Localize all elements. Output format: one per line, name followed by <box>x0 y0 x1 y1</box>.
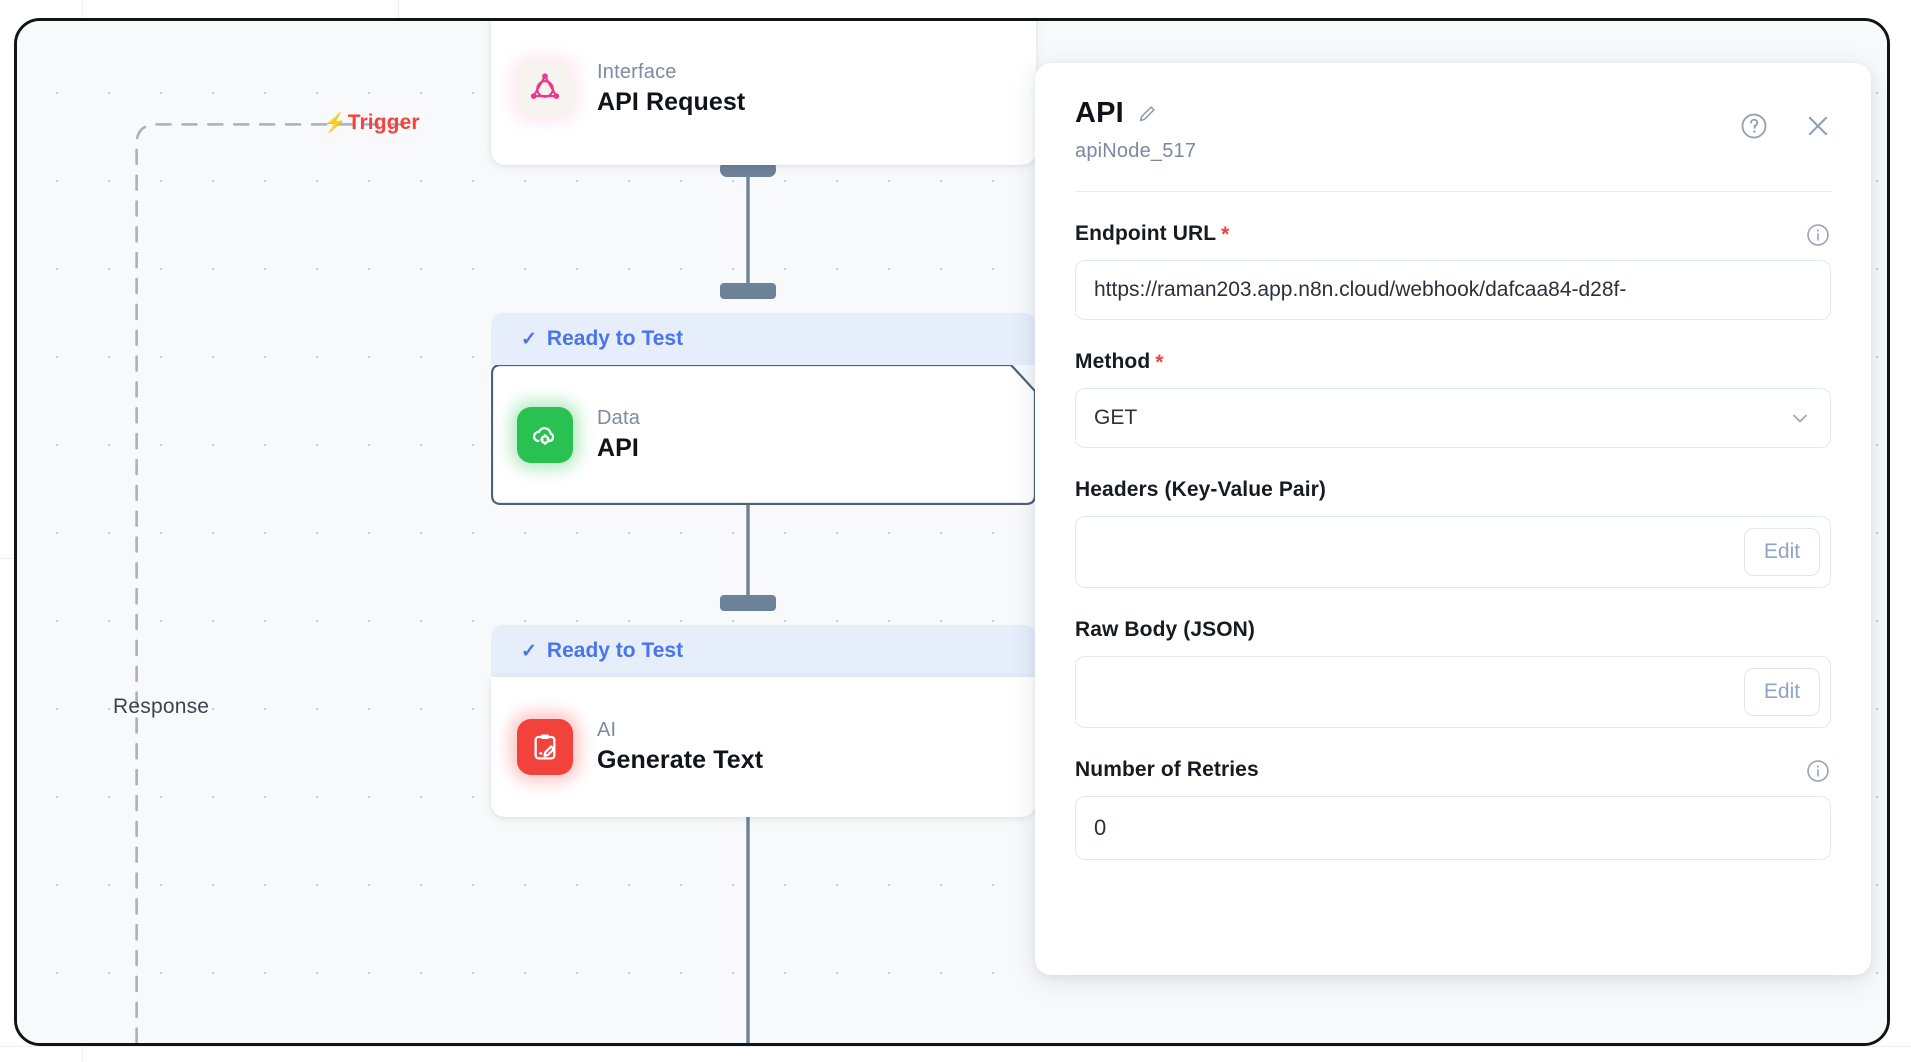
node-api-request[interactable]: Interface API Request <box>491 21 1036 165</box>
panel-title-row: API <box>1075 97 1831 130</box>
node-title-label: API <box>597 434 639 462</box>
page-guide-line <box>398 0 399 22</box>
field-raw-body: Raw Body (JSON) Edit <box>1075 618 1831 728</box>
headers-edit-button[interactable]: Edit <box>1744 528 1820 576</box>
endpoint-url-input[interactable]: https://raman203.app.n8n.cloud/webhook/d… <box>1075 260 1831 320</box>
close-icon[interactable] <box>1803 111 1833 141</box>
field-label-text: Endpoint URL <box>1075 222 1217 245</box>
page-guide-line <box>0 1046 1911 1047</box>
lightning-bolt-icon: ⚡ <box>323 112 347 134</box>
panel-header: API apiNode_517 <box>1035 63 1871 163</box>
panel-divider <box>1075 191 1831 192</box>
status-badge-generate-text: ✓ Ready to Test <box>491 625 1036 677</box>
panel-subtitle: apiNode_517 <box>1075 140 1197 162</box>
panel-title: API <box>1075 97 1124 129</box>
field-label: Method * <box>1075 350 1831 374</box>
node-api-request-text: Interface API Request <box>597 61 745 117</box>
required-asterisk: * <box>1155 350 1164 374</box>
node-api-request-content: Interface API Request <box>491 21 1036 165</box>
node-generate-text-content: AI Generate Text <box>491 677 1036 817</box>
field-number-of-retries: Number of Retries 0 <box>1075 758 1831 860</box>
number-of-retries-input[interactable]: 0 <box>1075 796 1831 860</box>
field-label: Endpoint URL * <box>1075 222 1831 246</box>
required-asterisk: * <box>1221 222 1230 246</box>
field-label-text: Method <box>1075 350 1151 373</box>
chevron-down-icon <box>1788 406 1812 430</box>
raw-body-input[interactable]: Edit <box>1075 656 1831 728</box>
pencil-icon[interactable] <box>1136 103 1158 125</box>
node-kind-label: AI <box>597 719 617 741</box>
panel-form: Endpoint URL * https://raman203.app.n8n.… <box>1035 222 1871 860</box>
field-label-text: Raw Body (JSON) <box>1075 618 1256 641</box>
raw-body-edit-button[interactable]: Edit <box>1744 668 1820 716</box>
trigger-label-text: Trigger <box>347 111 420 134</box>
status-badge-text: Ready to Test <box>546 639 684 662</box>
field-label-text: Number of Retries <box>1075 758 1259 781</box>
method-select[interactable]: GET <box>1075 388 1831 448</box>
panel-actions <box>1739 111 1833 141</box>
workflow-frame: ⚡ Trigger Response <box>14 18 1890 1046</box>
field-label: Raw Body (JSON) <box>1075 618 1831 642</box>
info-icon[interactable] <box>1805 222 1831 253</box>
check-icon: ✓ <box>521 640 537 662</box>
cloud-gear-icon <box>517 407 573 463</box>
response-label: Response <box>113 695 210 718</box>
node-title-label: API Request <box>597 88 746 116</box>
status-badge-api: ✓ Ready to Test <box>491 313 1036 365</box>
node-kind-label: Data <box>597 407 641 429</box>
node-api-content: Data API <box>491 365 1036 505</box>
field-label: Headers (Key-Value Pair) <box>1075 478 1831 502</box>
node-properties-panel: API apiNode_517 <box>1035 63 1871 975</box>
node-generate-text-text: AI Generate Text <box>597 719 763 775</box>
field-label: Number of Retries <box>1075 758 1831 782</box>
node-title-label: Generate Text <box>597 746 764 774</box>
status-badge-text: Ready to Test <box>546 327 684 350</box>
method-selected-value: GET <box>1094 406 1138 429</box>
field-headers: Headers (Key-Value Pair) Edit <box>1075 478 1831 588</box>
help-circle-icon[interactable] <box>1739 111 1769 141</box>
field-label-text: Headers (Key-Value Pair) <box>1075 478 1327 501</box>
headers-input[interactable]: Edit <box>1075 516 1831 588</box>
node-api-text: Data API <box>597 407 640 463</box>
node-generate-text[interactable]: AI Generate Text <box>491 677 1036 817</box>
graphql-icon <box>517 61 573 117</box>
node-kind-label: Interface <box>597 61 677 83</box>
field-endpoint-url: Endpoint URL * https://raman203.app.n8n.… <box>1075 222 1831 320</box>
field-method: Method * GET <box>1075 350 1831 448</box>
trigger-label: ⚡ Trigger <box>323 111 420 135</box>
node-api[interactable]: Data API <box>491 365 1036 505</box>
info-icon[interactable] <box>1805 758 1831 789</box>
check-icon: ✓ <box>521 328 537 350</box>
clipboard-pencil-icon <box>517 719 573 775</box>
